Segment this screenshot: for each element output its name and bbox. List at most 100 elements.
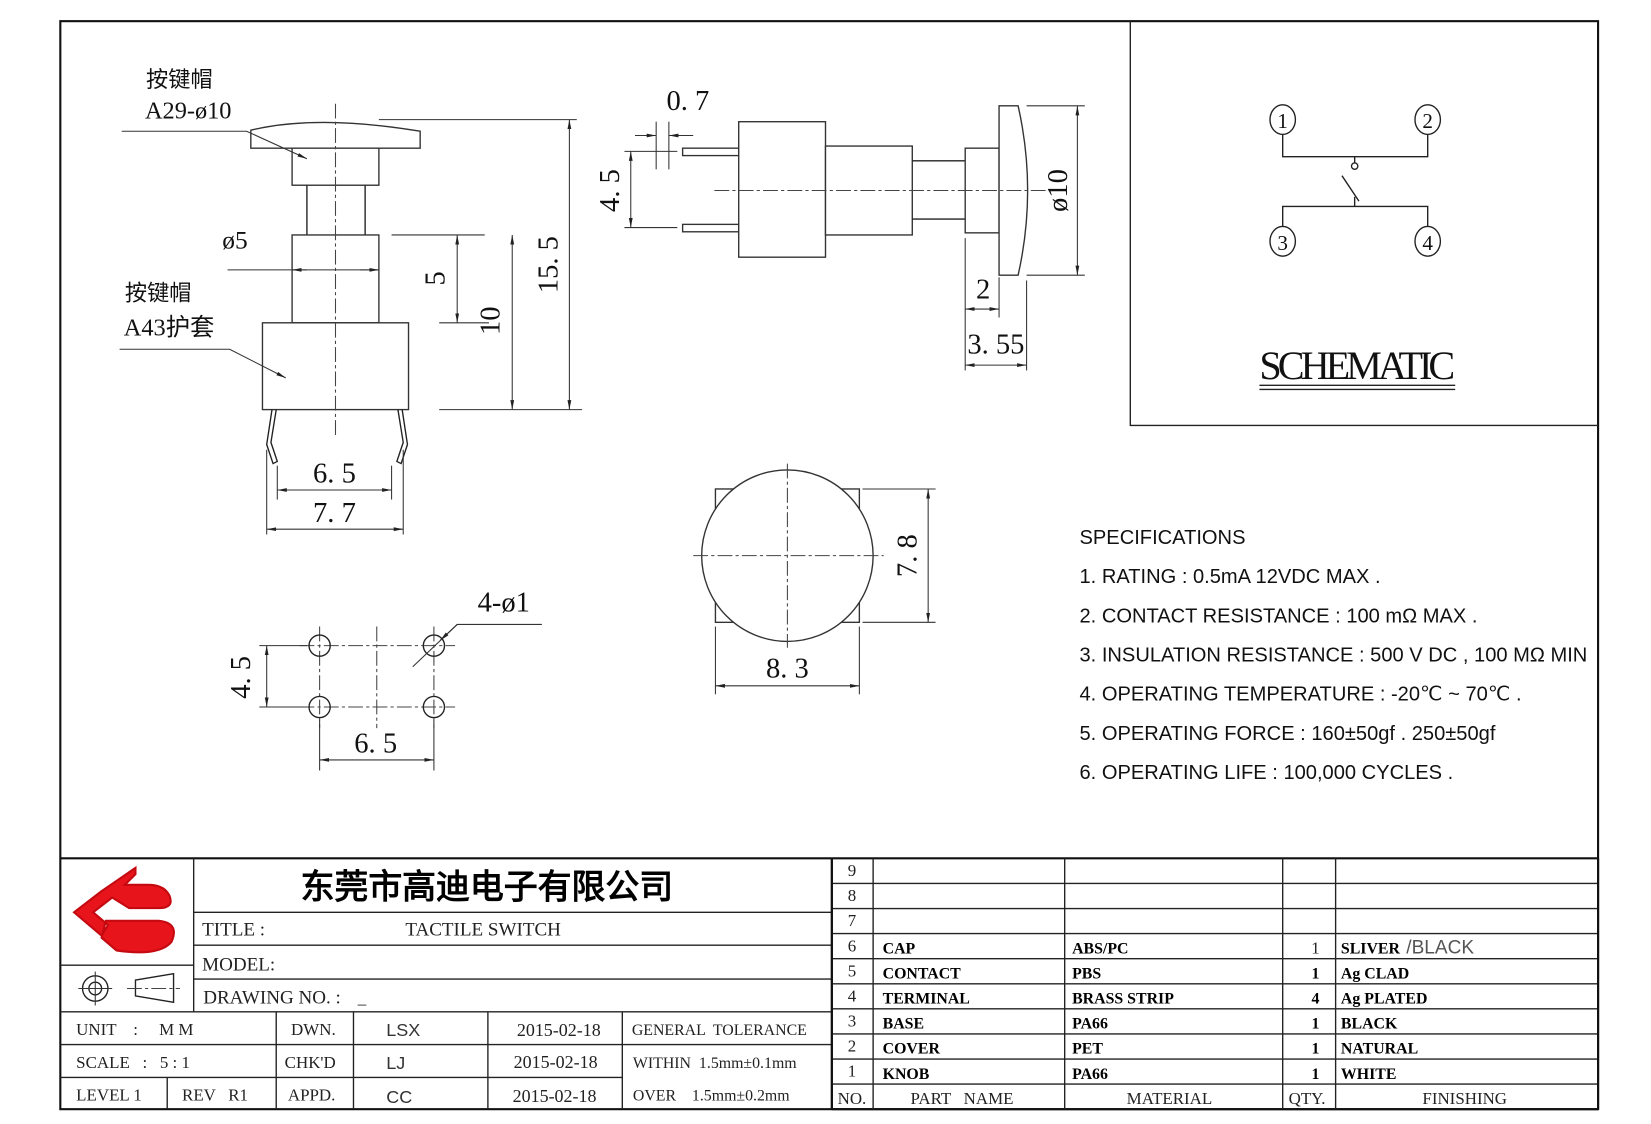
schematic: 1 2 3 4 SCHEMATIC <box>1259 104 1455 391</box>
part-material: BRASS STRIP <box>1072 991 1174 1008</box>
spec-item: 2. CONTACT RESISTANCE : 100 mΩ MAX . <box>1080 605 1478 627</box>
dim-pitch-v: 4. 5 <box>226 656 257 699</box>
dim-cap-depth: 3. 55 <box>967 329 1024 360</box>
part-finishing-main: Ag CLAD <box>1341 965 1409 982</box>
part-name: TERMINAL <box>883 991 970 1008</box>
appd-name: CC <box>386 1087 412 1107</box>
part-name: KNOB <box>883 1066 930 1083</box>
parts-row: 6 CAP ABS/PC 1 SLIVER/BLACK <box>848 936 1475 958</box>
schematic-title: SCHEMATIC <box>1259 343 1455 388</box>
part-finishing-main: Ag PLATED <box>1341 991 1427 1008</box>
dim-pitch-h: 6. 5 <box>354 729 397 760</box>
dim-top-height: 7. 8 <box>893 534 924 577</box>
header-no: NO. <box>838 1089 867 1108</box>
part-qty: 1 <box>1312 965 1320 982</box>
part-finishing-main: NATURAL <box>1341 1041 1418 1058</box>
part-no: 5 <box>848 961 856 980</box>
spec-item: 1. RATING : 0.5mA 12VDC MAX . <box>1080 566 1381 588</box>
profile-body <box>738 121 827 258</box>
tolerance-within: WITHIN 1.5mm±0.1mm <box>633 1055 797 1072</box>
part-no: 3 <box>848 1012 856 1031</box>
parts-row: 8 <box>848 886 856 905</box>
rev-field: REV R1 <box>182 1086 248 1105</box>
part-finishing: Ag CLAD <box>1341 965 1409 982</box>
part-material: ABS/PC <box>1072 940 1128 957</box>
dim-holes: 4-ø1 <box>478 588 530 619</box>
part-material: PA66 <box>1072 1016 1108 1033</box>
dim-pin-width: 0. 7 <box>666 86 709 117</box>
schematic-box <box>1129 21 1599 427</box>
model-label: MODEL: <box>202 955 275 976</box>
dim-top-width: 8. 3 <box>766 653 809 684</box>
svg-text:2: 2 <box>1422 109 1433 133</box>
header-finishing: FINISHING <box>1422 1089 1507 1108</box>
part-name: CAP <box>883 940 916 957</box>
specifications-heading: SPECIFICATIONS <box>1080 527 1246 549</box>
company-logo <box>72 865 175 954</box>
spec-item: 6. OPERATING LIFE : 100,000 CYCLES . <box>1080 762 1454 784</box>
specifications: SPECIFICATIONS 1. RATING : 0.5mA 12VDC M… <box>1080 527 1588 784</box>
part-qty: 1 <box>1311 938 1319 957</box>
part-name: COVER <box>883 1041 941 1058</box>
part-finishing-extra: /BLACK <box>1406 937 1474 958</box>
spec-item: 5. OPERATING FORCE : 160±50gf . 250±50gf <box>1080 723 1496 745</box>
pin-2: 2 <box>1414 104 1442 136</box>
pin-3: 3 <box>1269 225 1297 257</box>
dwn-date: 2015-02-18 <box>517 1020 601 1040</box>
part-qty: 1 <box>1312 1041 1320 1058</box>
part-no: 6 <box>848 936 856 955</box>
part-finishing: WHITE <box>1341 1066 1397 1083</box>
dim-total-height: 15. 5 <box>534 236 565 293</box>
svg-text:4: 4 <box>1422 231 1433 255</box>
part-name: BASE <box>883 1016 924 1033</box>
drawing-no-value: _ <box>357 988 367 1007</box>
dim-pin-outer: 7. 7 <box>313 498 356 529</box>
part-material: PET <box>1072 1041 1103 1058</box>
chkd-date: 2015-02-18 <box>514 1052 598 1072</box>
part-qty: 4 <box>1312 991 1320 1008</box>
level-field: LEVEL 1 <box>76 1086 142 1105</box>
svg-text:3: 3 <box>1277 231 1288 255</box>
terminal-left <box>265 409 279 465</box>
spec-item: 4. OPERATING TEMPERATURE : -20℃ ~ 70℃ . <box>1080 684 1522 706</box>
header-qty: QTY. <box>1289 1089 1326 1108</box>
drawing-no-label: DRAWING NO. : <box>203 987 341 1008</box>
title-label: TITLE : <box>202 920 265 941</box>
pcb-footprint: 4-ø1 4. 5 6. 5 <box>226 588 542 771</box>
part-qty: 1 <box>1312 1016 1320 1033</box>
dim-flange: 2 <box>976 274 990 305</box>
part-finishing: NATURAL <box>1341 1041 1418 1058</box>
part-no: 7 <box>848 911 856 930</box>
appd-label: APPD. <box>288 1086 335 1105</box>
part-finishing-main: SLIVER <box>1341 940 1401 957</box>
svg-text:1: 1 <box>1277 109 1288 133</box>
spec-item: 3. INSULATION RESISTANCE : 500 V DC , 10… <box>1080 644 1588 666</box>
part-finishing: SLIVER/BLACK <box>1341 937 1474 958</box>
part-no: 9 <box>848 861 856 880</box>
title-block: 东莞市高迪电子有限公司 TITLE : TACTILE SWITCH MODEL… <box>60 857 1599 1110</box>
appd-date: 2015-02-18 <box>513 1086 597 1106</box>
dwn-name: LSX <box>386 1020 420 1040</box>
part-finishing-main: WHITE <box>1341 1066 1397 1083</box>
dwn-label: DWN. <box>291 1020 336 1039</box>
dim-pin-inner: 6. 5 <box>313 459 356 490</box>
scale-field: SCALE : 5 : 1 <box>76 1053 190 1072</box>
part-qty: 1 <box>1312 1066 1320 1083</box>
parts-row: 4 TERMINAL BRASS STRIP 4 Ag PLATED <box>848 986 1428 1007</box>
parts-row: 9 <box>848 861 856 880</box>
drawing-border <box>59 20 1600 1111</box>
dim-body-to-top: 10 <box>476 306 507 335</box>
cover-label-model: A43护套 <box>124 315 215 342</box>
chkd-name: LJ <box>386 1053 405 1073</box>
part-no: 4 <box>848 986 857 1005</box>
part-finishing: Ag PLATED <box>1341 991 1427 1008</box>
part-material: PA66 <box>1072 1066 1108 1083</box>
title-value: TACTILE SWITCH <box>405 920 561 941</box>
dim-cap-dia: ø10 <box>1043 169 1074 212</box>
parts-row: 7 <box>848 911 856 930</box>
